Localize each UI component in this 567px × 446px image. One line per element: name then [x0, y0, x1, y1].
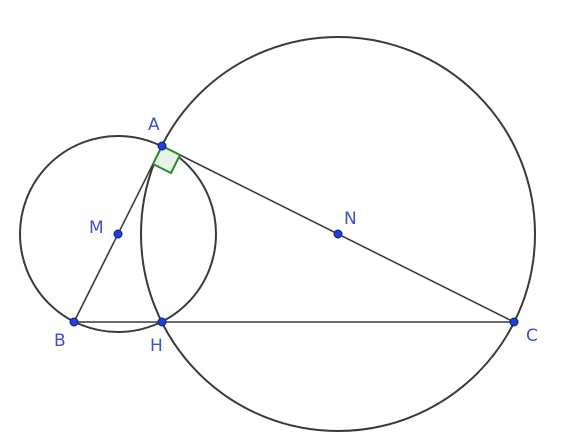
- point-a[interactable]: [157, 141, 167, 151]
- label-h: H: [150, 336, 163, 356]
- point-m[interactable]: [113, 229, 123, 239]
- point-b[interactable]: [69, 317, 79, 327]
- label-c: C: [526, 326, 538, 346]
- label-m: M: [89, 218, 104, 238]
- point-c[interactable]: [509, 317, 519, 327]
- label-n: N: [344, 209, 357, 229]
- right-angle-marker: [151, 144, 182, 175]
- circle-n: [140, 36, 536, 432]
- point-h[interactable]: [157, 317, 167, 327]
- label-a: A: [148, 115, 160, 135]
- point-n[interactable]: [333, 229, 343, 239]
- circle-m: [19, 135, 217, 333]
- label-b: B: [54, 331, 66, 351]
